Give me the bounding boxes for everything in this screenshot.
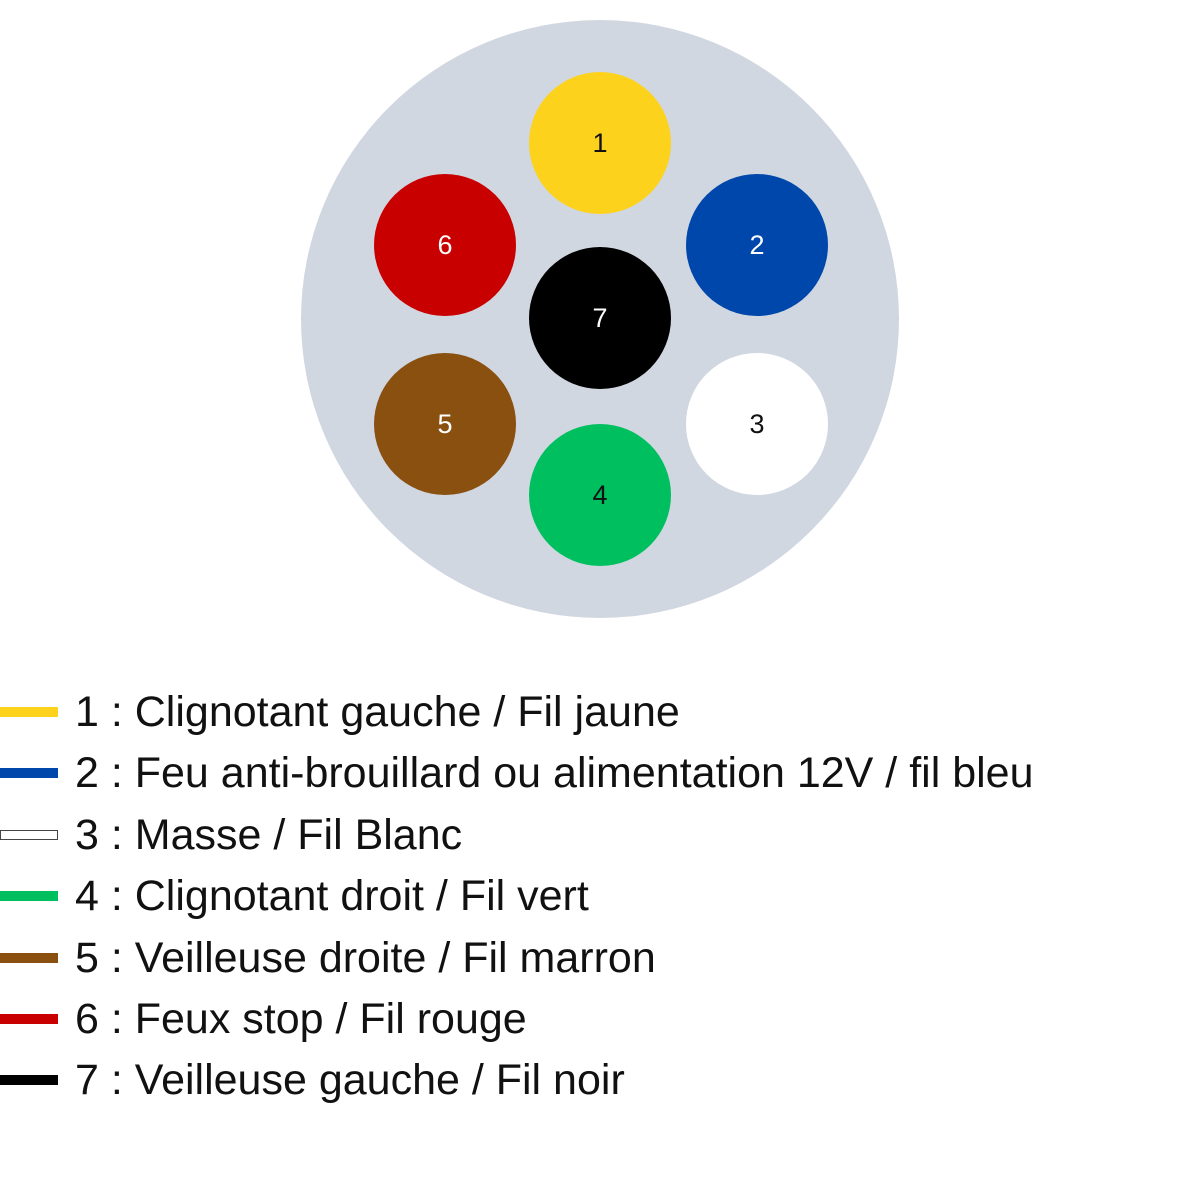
legend-item: 7 : Veilleuse gauche / Fil noir: [0, 1050, 1200, 1110]
wire-color-swatch: [0, 1075, 58, 1085]
pin-2: [686, 174, 828, 316]
legend-item: 2 : Feu anti-brouillard ou alimentation …: [0, 743, 1200, 803]
legend-item: 3 : Masse / Fil Blanc: [0, 805, 1200, 865]
wire-color-swatch: [0, 830, 58, 840]
legend-label: 1 : Clignotant gauche / Fil jaune: [75, 688, 680, 736]
pin-label-5: 5: [437, 409, 452, 439]
legend-label: 5 : Veilleuse droite / Fil marron: [75, 934, 656, 982]
wire-color-swatch: [0, 768, 58, 778]
legend-label: 2 : Feu anti-brouillard ou alimentation …: [75, 749, 1034, 797]
wire-color-swatch: [0, 707, 58, 717]
legend-item: 4 : Clignotant droit / Fil vert: [0, 866, 1200, 926]
pin-5: [374, 353, 516, 495]
pin-label-1: 1: [592, 128, 607, 158]
legend-label: 7 : Veilleuse gauche / Fil noir: [75, 1056, 625, 1104]
legend-label: 6 : Feux stop / Fil rouge: [75, 995, 527, 1043]
pin-label-4: 4: [592, 480, 607, 510]
legend-item: 6 : Feux stop / Fil rouge: [0, 989, 1200, 1049]
legend-item: 1 : Clignotant gauche / Fil jaune: [0, 682, 1200, 742]
pin-3: [686, 353, 828, 495]
legend-label: 4 : Clignotant droit / Fil vert: [75, 872, 589, 920]
pin-6: [374, 174, 516, 316]
legend-label: 3 : Masse / Fil Blanc: [75, 811, 463, 859]
pin-label-7: 7: [592, 303, 607, 333]
connector-diagram: 1 2 3 4 5 6 7: [301, 20, 899, 618]
wire-color-swatch: [0, 1014, 58, 1024]
pin-label-2: 2: [749, 230, 764, 260]
wire-color-swatch: [0, 891, 58, 901]
legend-item: 5 : Veilleuse droite / Fil marron: [0, 928, 1200, 988]
pin-1: [529, 72, 671, 214]
pin-label-3: 3: [749, 409, 764, 439]
pin-4: [529, 424, 671, 566]
pin-7: [529, 247, 671, 389]
pin-label-6: 6: [437, 230, 452, 260]
wire-color-swatch: [0, 953, 58, 963]
